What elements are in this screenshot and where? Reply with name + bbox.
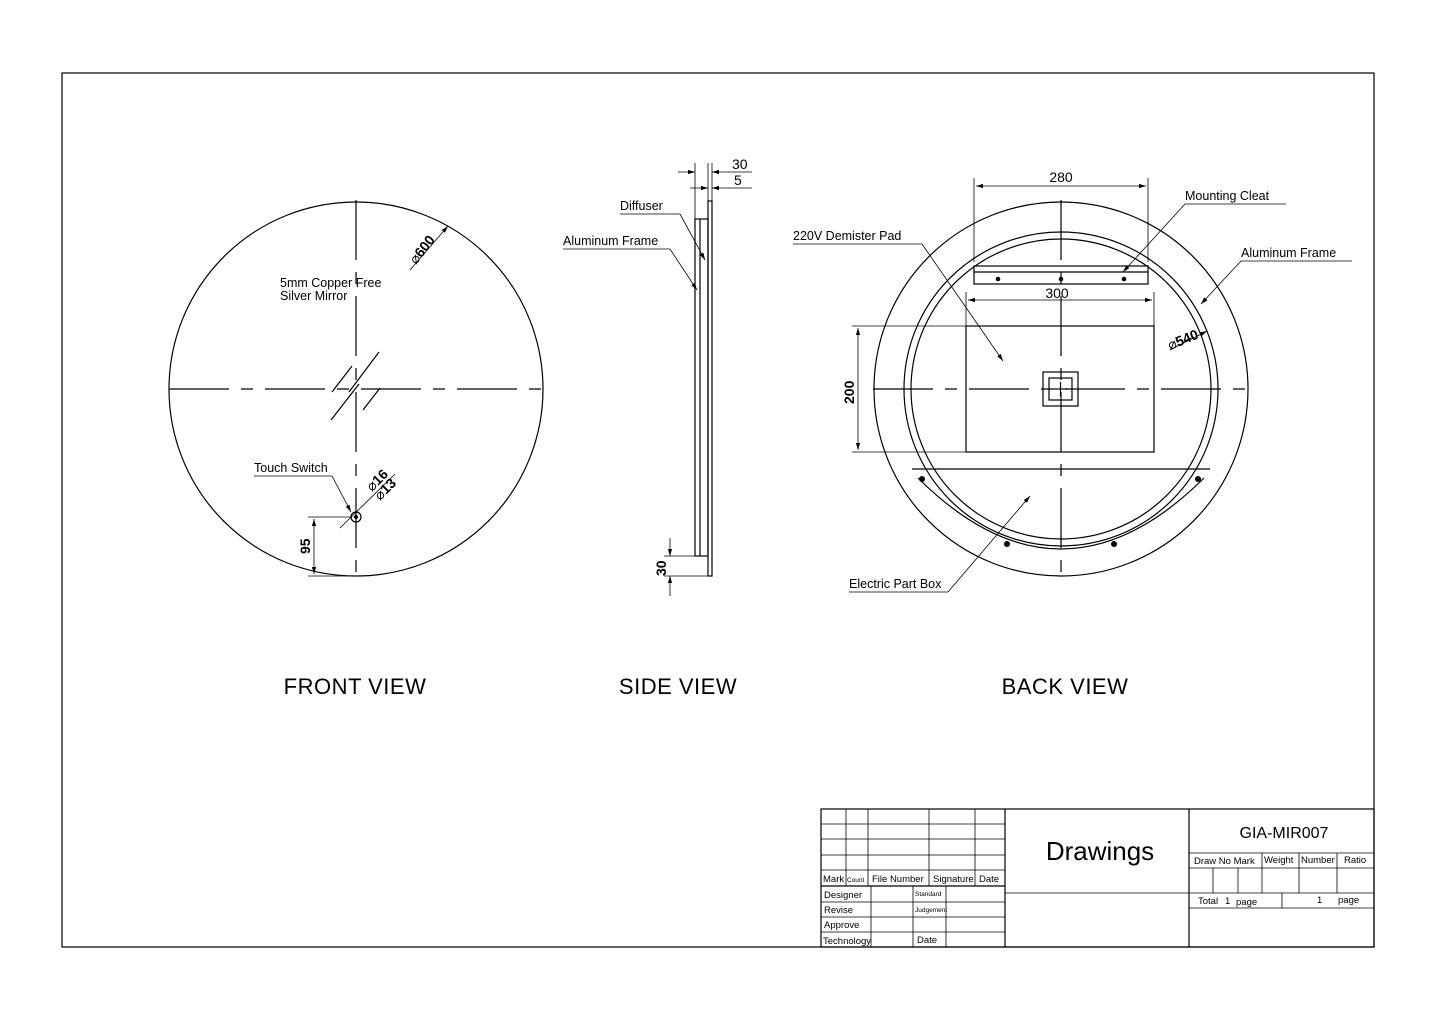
tb-file-number: File Number	[872, 874, 924, 885]
tb-page-2: page	[1338, 895, 1359, 906]
title-block-frame	[820, 808, 1375, 948]
dia-540-value: 540	[1173, 326, 1201, 350]
break-mark	[331, 365, 353, 393]
demister-pad	[965, 325, 1155, 453]
tb-count: Count	[847, 877, 865, 884]
electric-box-screw	[919, 476, 925, 482]
back-view-title: BACK VIEW	[1002, 674, 1129, 699]
title-block: Mark Count File Number Signature Date De…	[820, 808, 1375, 948]
dim-95: 95	[297, 538, 313, 554]
tb-designer: Designer	[824, 890, 862, 901]
drawing-code: GIA-MIR007	[1240, 825, 1329, 842]
dim-5: 5	[734, 172, 742, 188]
tb-page: page	[1236, 897, 1257, 908]
electric-box-arc	[917, 477, 1205, 550]
diffuser-label: Diffuser	[620, 199, 663, 213]
tb-date: Date	[979, 874, 999, 885]
dim-30-bottom: 30	[653, 560, 669, 576]
connector-outer	[1042, 371, 1079, 407]
tb-total-pages: 1	[1225, 896, 1230, 907]
touch-dim-line	[339, 473, 396, 529]
dia540-leader	[1169, 330, 1208, 351]
box-leader	[947, 495, 1031, 593]
connector-inner	[1048, 377, 1073, 401]
tb-page-no: 1	[1317, 895, 1322, 906]
tb-draw-no-mark: Draw No Mark	[1194, 856, 1255, 867]
side-view: 30 5 Diffuser Aluminum Frame 30 SIDE VIE…	[563, 156, 752, 699]
electric-box-screw	[1195, 476, 1201, 482]
dim-300: 300	[1045, 285, 1069, 301]
dim-200: 200	[841, 380, 857, 404]
cleat-screw	[995, 276, 1001, 282]
mounting-cleat	[973, 265, 1149, 285]
dim-280: 280	[1049, 169, 1073, 185]
side-mirror-body	[694, 218, 709, 557]
tb-ratio: Ratio	[1344, 855, 1366, 866]
tb-number: Number	[1301, 855, 1335, 866]
demister-label: 220V Demister Pad	[793, 229, 901, 243]
drawing-name: Drawings	[1046, 836, 1154, 866]
back-view: 280 Mounting Cleat 220V Demister Pad 300…	[793, 169, 1352, 699]
dim-30-top: 30	[732, 156, 748, 172]
tb-signature: Signature	[933, 874, 974, 885]
cleat-screw	[1121, 276, 1127, 282]
tb-mark: Mark	[823, 874, 844, 885]
electric-box-label: Electric Part Box	[849, 577, 942, 591]
back-frame-leader	[1200, 260, 1242, 305]
back-frame-label: Aluminum Frame	[1241, 246, 1336, 260]
demister-leader	[921, 243, 1004, 362]
touch-leader	[331, 475, 352, 513]
side-view-title: SIDE VIEW	[619, 674, 737, 699]
cleat-leader	[1122, 203, 1186, 273]
touch-switch-inner	[354, 515, 358, 519]
tb-total: Total	[1198, 896, 1218, 907]
break-mark	[330, 383, 360, 421]
tb-revise: Revise	[824, 905, 853, 916]
diffuser-leader	[679, 213, 706, 261]
tb-technology: Technology	[823, 936, 871, 947]
dia-600-label: ⌀600	[406, 232, 438, 267]
tb-weight: Weight	[1264, 855, 1294, 866]
tb-judgement: Judgement	[915, 907, 947, 914]
touch-switch-label: Touch Switch	[254, 461, 328, 475]
break-mark	[348, 351, 380, 393]
front-view-title: FRONT VIEW	[284, 674, 427, 699]
frame-leader	[669, 248, 698, 291]
dia-540-label: ⌀540	[1165, 326, 1201, 353]
tb-standard: Standard	[915, 891, 942, 898]
electric-box-screw	[1111, 541, 1117, 547]
mirror-label-line1: 5mm Copper Free	[280, 276, 381, 290]
side-glass	[707, 200, 713, 577]
side-frame-label: Aluminum Frame	[563, 234, 658, 248]
tb-date-2: Date	[917, 935, 937, 946]
mirror-label-line2: Silver Mirror	[280, 289, 347, 303]
mounting-cleat-label: Mounting Cleat	[1185, 189, 1270, 203]
cleat-screw	[1058, 276, 1064, 282]
dia600-leader	[409, 225, 449, 271]
tb-approve: Approve	[824, 920, 859, 931]
sheet-border	[61, 72, 1375, 948]
break-mark	[362, 387, 381, 411]
electric-box-screw	[1004, 541, 1010, 547]
front-view: ⌀600 5mm Copper Free Silver Mirror Touch…	[168, 200, 544, 699]
